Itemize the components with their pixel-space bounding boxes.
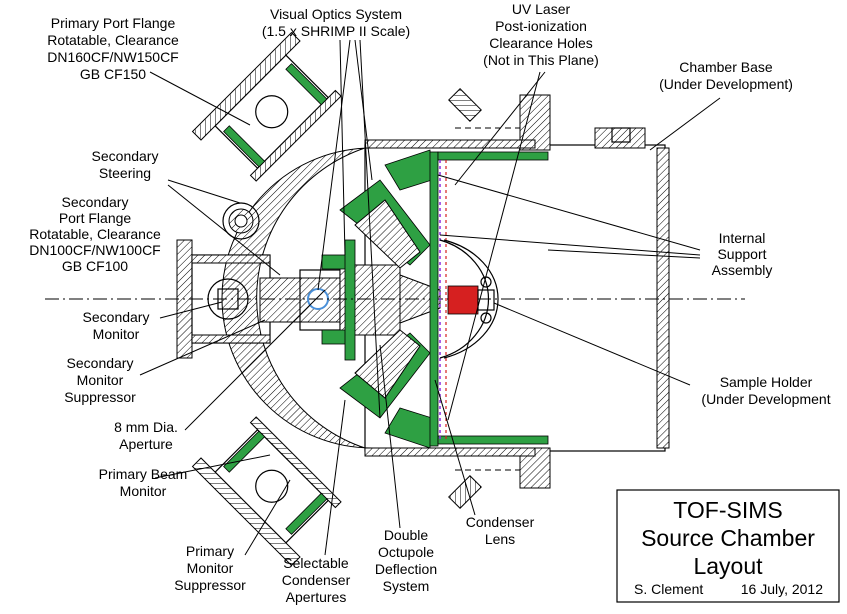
sample-holder <box>439 239 499 359</box>
svg-text:Condenser: Condenser <box>466 514 535 530</box>
svg-text:UV Laser: UV Laser <box>512 1 571 17</box>
deflection-wedges <box>339 149 433 449</box>
chamber-base <box>364 94 670 489</box>
internal-support-assembly <box>429 151 549 447</box>
label-visual-optics: Visual Optics System (1.5 x SHRIMP II Sc… <box>262 6 410 39</box>
label-sample-holder: Sample Holder (Under Development <box>701 374 830 407</box>
title-block: TOF-SIMS Source Chamber Layout S. Clemen… <box>616 489 840 603</box>
label-selectable-condenser: Selectable Condenser Apertures <box>282 555 351 605</box>
label-uv-laser: UV Laser Post-ionization Clearance Holes… <box>483 1 599 68</box>
svg-text:Lens: Lens <box>485 531 515 547</box>
svg-text:Steering: Steering <box>99 165 151 181</box>
label-8mm-aperture: 8 mm Dia. Aperture <box>114 419 178 452</box>
primary-port-flange-upper <box>191 31 342 182</box>
svg-text:Primary Port Flange: Primary Port Flange <box>51 15 176 31</box>
svg-text:Deflection: Deflection <box>375 561 437 577</box>
title-line-3: Layout <box>693 553 763 579</box>
svg-text:Post-ionization: Post-ionization <box>495 18 587 34</box>
svg-text:Octupole: Octupole <box>378 544 434 560</box>
svg-text:DN160CF/NW150CF: DN160CF/NW150CF <box>47 49 178 65</box>
label-chamber-base: Chamber Base (Under Development) <box>659 59 793 92</box>
svg-text:Double: Double <box>384 527 429 543</box>
svg-text:Internal: Internal <box>719 230 766 246</box>
svg-text:Sample Holder: Sample Holder <box>720 374 813 390</box>
flange-stub-lower <box>448 475 482 509</box>
svg-text:Secondary: Secondary <box>62 194 129 210</box>
svg-text:Primary: Primary <box>186 543 234 559</box>
date: 16 July, 2012 <box>741 581 823 597</box>
svg-text:Apertures: Apertures <box>286 589 347 605</box>
svg-text:GB CF100: GB CF100 <box>62 258 128 274</box>
svg-text:Port Flange: Port Flange <box>59 210 132 226</box>
label-primary-beam-monitor: Primary Beam Monitor <box>99 466 188 499</box>
label-double-octupole: Double Octupole Deflection System <box>375 527 437 594</box>
secondary-steering <box>222 202 260 240</box>
svg-text:(Under Development: (Under Development <box>701 391 830 407</box>
svg-text:Secondary: Secondary <box>83 309 150 325</box>
svg-text:System: System <box>383 578 430 594</box>
svg-text:Selectable: Selectable <box>283 555 349 571</box>
svg-text:Secondary: Secondary <box>92 148 159 164</box>
svg-text:Rotatable, Clearance: Rotatable, Clearance <box>47 32 179 48</box>
svg-text:Chamber Base: Chamber Base <box>679 59 773 75</box>
svg-text:Primary Beam: Primary Beam <box>99 466 188 482</box>
chamber-dome <box>221 147 373 449</box>
label-secondary-steering: Secondary Steering <box>92 148 159 181</box>
svg-text:Suppressor: Suppressor <box>174 577 246 593</box>
flange-stub-upper <box>448 88 482 122</box>
svg-text:(1.5 x SHRIMP II Scale): (1.5 x SHRIMP II Scale) <box>262 23 410 39</box>
label-secondary-monitor: Secondary Monitor <box>83 309 150 342</box>
title-line-2: Source Chamber <box>641 525 815 551</box>
leader-lines <box>139 39 721 556</box>
svg-text:Support: Support <box>717 246 766 262</box>
svg-text:(Under Development): (Under Development) <box>659 76 793 92</box>
svg-text:GB CF150: GB CF150 <box>80 66 146 82</box>
label-secondary-port-flange: Secondary Port Flange Rotatable, Clearan… <box>29 194 161 274</box>
svg-text:Condenser: Condenser <box>282 572 351 588</box>
svg-text:Monitor: Monitor <box>77 372 124 388</box>
svg-text:DN100CF/NW100CF: DN100CF/NW100CF <box>29 242 160 258</box>
svg-text:Monitor: Monitor <box>120 483 167 499</box>
svg-text:(Not in This Plane): (Not in This Plane) <box>483 52 599 68</box>
svg-text:Rotatable, Clearance: Rotatable, Clearance <box>29 226 161 242</box>
svg-text:Suppressor: Suppressor <box>64 389 136 405</box>
svg-text:Monitor: Monitor <box>187 560 234 576</box>
author: S. Clement <box>634 581 703 597</box>
svg-text:Secondary: Secondary <box>67 355 134 371</box>
svg-text:Assembly: Assembly <box>712 262 773 278</box>
label-internal-support: Internal Support Assembly <box>712 230 773 278</box>
svg-text:Aperture: Aperture <box>119 436 173 452</box>
svg-text:Monitor: Monitor <box>93 326 140 342</box>
label-primary-port-flange: Primary Port Flange Rotatable, Clearance… <box>47 15 179 82</box>
title-line-1: TOF-SIMS <box>673 497 782 523</box>
svg-text:8 mm Dia.: 8 mm Dia. <box>114 419 178 435</box>
svg-text:Clearance Holes: Clearance Holes <box>489 35 593 51</box>
label-primary-monitor-suppressor: Primary Monitor Suppressor <box>174 543 246 593</box>
label-condenser-lens: Condenser Lens <box>466 514 535 547</box>
svg-text:Visual Optics System: Visual Optics System <box>270 6 402 22</box>
label-secondary-monitor-suppressor: Secondary Monitor Suppressor <box>64 355 136 405</box>
